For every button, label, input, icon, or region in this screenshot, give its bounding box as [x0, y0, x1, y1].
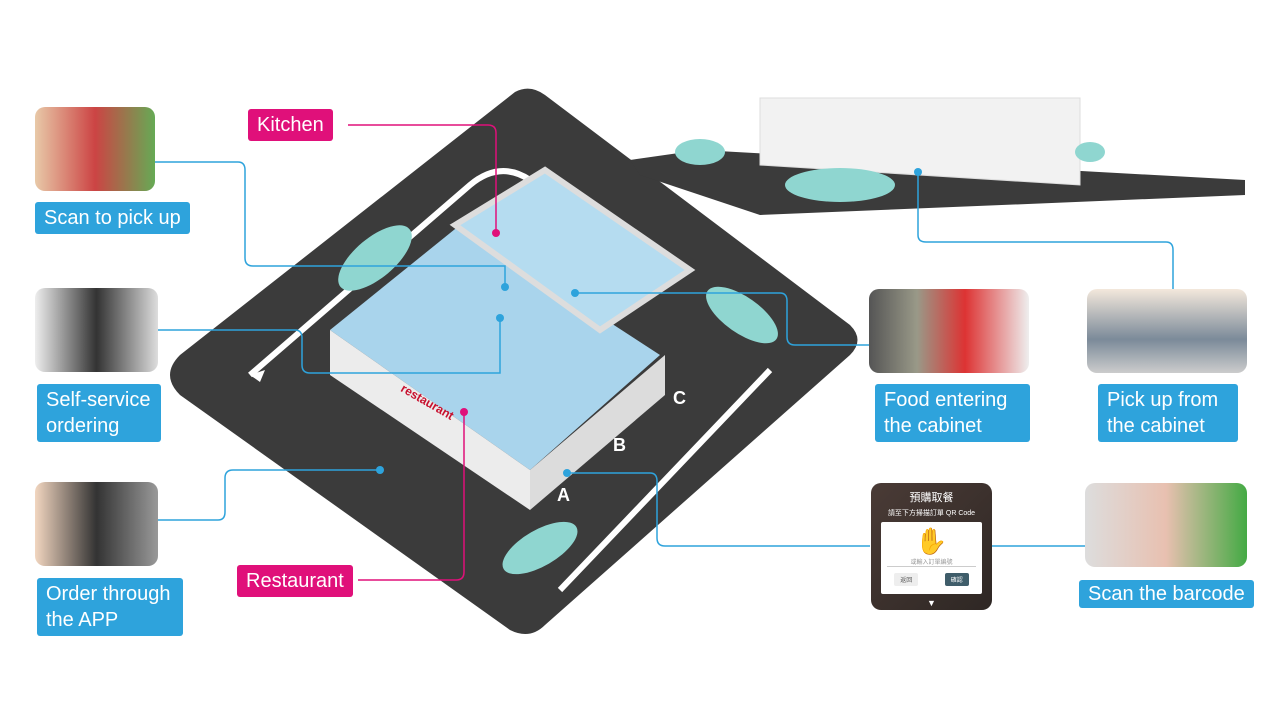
scan-hand-icon: ✋	[915, 526, 948, 556]
photo-scan-barcode	[1085, 483, 1247, 567]
label-kitchen: Kitchen	[248, 109, 333, 141]
chevron-down-icon: ▼	[927, 598, 936, 608]
car	[1075, 142, 1105, 162]
label-restaurant: Restaurant	[237, 565, 353, 597]
pink-connectors	[348, 124, 497, 581]
label-pick-up-cabinet: Pick up from the cabinet	[1098, 384, 1238, 442]
pink-connector-dots	[460, 229, 500, 416]
car	[785, 168, 895, 202]
photo-phone-app	[35, 482, 158, 566]
back-button[interactable]: 返回	[894, 573, 919, 586]
lane-c: C	[673, 388, 686, 408]
lane-a: A	[557, 485, 570, 505]
car	[675, 139, 725, 165]
car	[338, 225, 412, 291]
car	[502, 521, 578, 575]
label-order-app: Order through the APP	[37, 578, 183, 636]
photo-kiosk	[35, 288, 158, 372]
label-food-entering: Food entering the cabinet	[875, 384, 1030, 442]
label-scan-to-pick-up: Scan to pick up	[35, 202, 190, 234]
label-self-service: Self-service ordering	[37, 384, 161, 442]
connector-lines	[155, 161, 1174, 547]
car	[706, 286, 778, 344]
photo-kitchen-cabinet	[869, 289, 1029, 373]
scan-subtitle: 請至下方掃描訂單 QR Code	[887, 510, 976, 517]
lane-b: B	[613, 435, 626, 455]
road-arrow	[250, 370, 265, 382]
scan-title: 預購取餐	[909, 492, 954, 504]
label-scan-barcode: Scan the barcode	[1079, 580, 1254, 608]
photo-pickup-cabinet	[35, 107, 155, 191]
kitchen-roof	[449, 166, 696, 334]
scan-buttons: 返回 確認	[881, 573, 982, 586]
building-floor	[330, 225, 660, 470]
scan-card: ✋ 或輸入訂單編號 返回 確認	[881, 522, 982, 594]
photo-car-pickup	[1087, 289, 1247, 373]
scan-dialog: 預購取餐 請至下方掃描訂單 QR Code ✋ 或輸入訂單編號 返回 確認 ▼	[871, 483, 992, 610]
pickup-building	[759, 97, 1081, 186]
building-wall-left	[330, 330, 530, 510]
order-number-input[interactable]: 或輸入訂單編號	[887, 557, 976, 567]
confirm-button[interactable]: 確認	[944, 573, 969, 586]
connector-dots	[376, 168, 922, 477]
